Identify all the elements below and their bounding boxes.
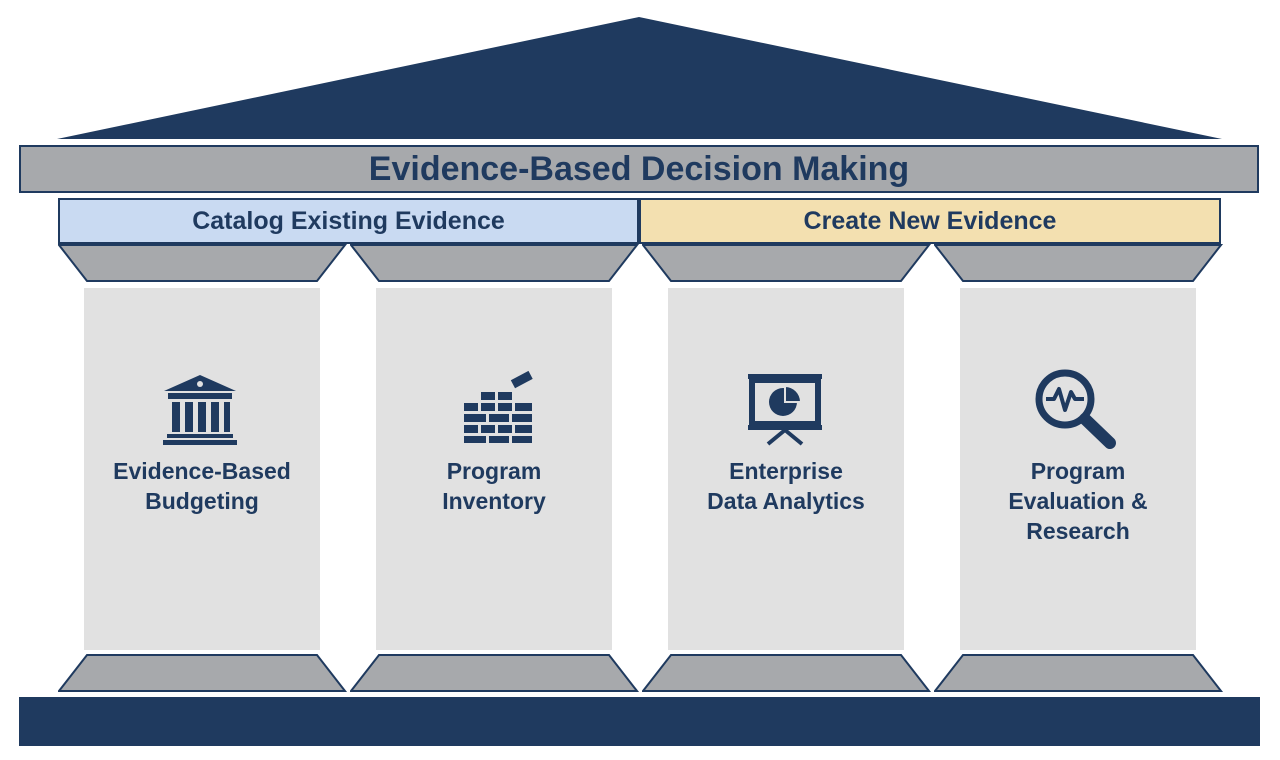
category-label: Catalog Existing Evidence (192, 206, 505, 235)
pillar-shaft-budgeting (84, 288, 320, 650)
label-line: Program (1030, 458, 1126, 484)
pillar-footing (58, 654, 348, 692)
category-label: Create New Evidence (803, 206, 1057, 235)
pillar-shaft-analytics (668, 288, 904, 650)
pillar-capital (642, 244, 932, 282)
pillar-label-analytics: Enterprise Data Analytics (668, 456, 904, 516)
label-line: Data Analytics (707, 488, 865, 514)
label-line: Inventory (442, 488, 546, 514)
roof-pediment (57, 17, 1222, 139)
category-create-new-evidence: Create New Evidence (639, 198, 1221, 244)
foundation-base (19, 697, 1260, 746)
pillar-shaft-evaluation (960, 288, 1196, 650)
decision-making-banner: Evidence-Based Decision Making (19, 145, 1259, 193)
label-line: Program (446, 458, 542, 484)
label-line: Evaluation & (1008, 488, 1148, 514)
pillar-label-evaluation: Program Evaluation & Research (960, 456, 1196, 546)
magnifier-pulse-icon (1035, 369, 1116, 449)
pillar-shaft-inventory (376, 288, 612, 650)
label-line: Research (1026, 518, 1130, 544)
brick-wall-icon (464, 370, 533, 443)
pillar-label-budgeting: Evidence-Based Budgeting (84, 456, 320, 516)
pillar-footing (934, 654, 1224, 692)
government-building-icon (163, 375, 237, 445)
pillar-footing (642, 654, 932, 692)
label-line: Evidence-Based (113, 458, 291, 484)
banner-title: Evidence-Based Decision Making (368, 149, 910, 188)
pillar-capital (350, 244, 640, 282)
pillar-label-inventory: Program Inventory (376, 456, 612, 516)
category-catalog-existing-evidence: Catalog Existing Evidence (58, 198, 639, 244)
label-line: Budgeting (145, 488, 259, 514)
pillar-capital (934, 244, 1224, 282)
presentation-chart-icon (748, 374, 822, 446)
pillar-footing (350, 654, 640, 692)
pillar-capital (58, 244, 348, 282)
label-line: Enterprise (729, 458, 843, 484)
